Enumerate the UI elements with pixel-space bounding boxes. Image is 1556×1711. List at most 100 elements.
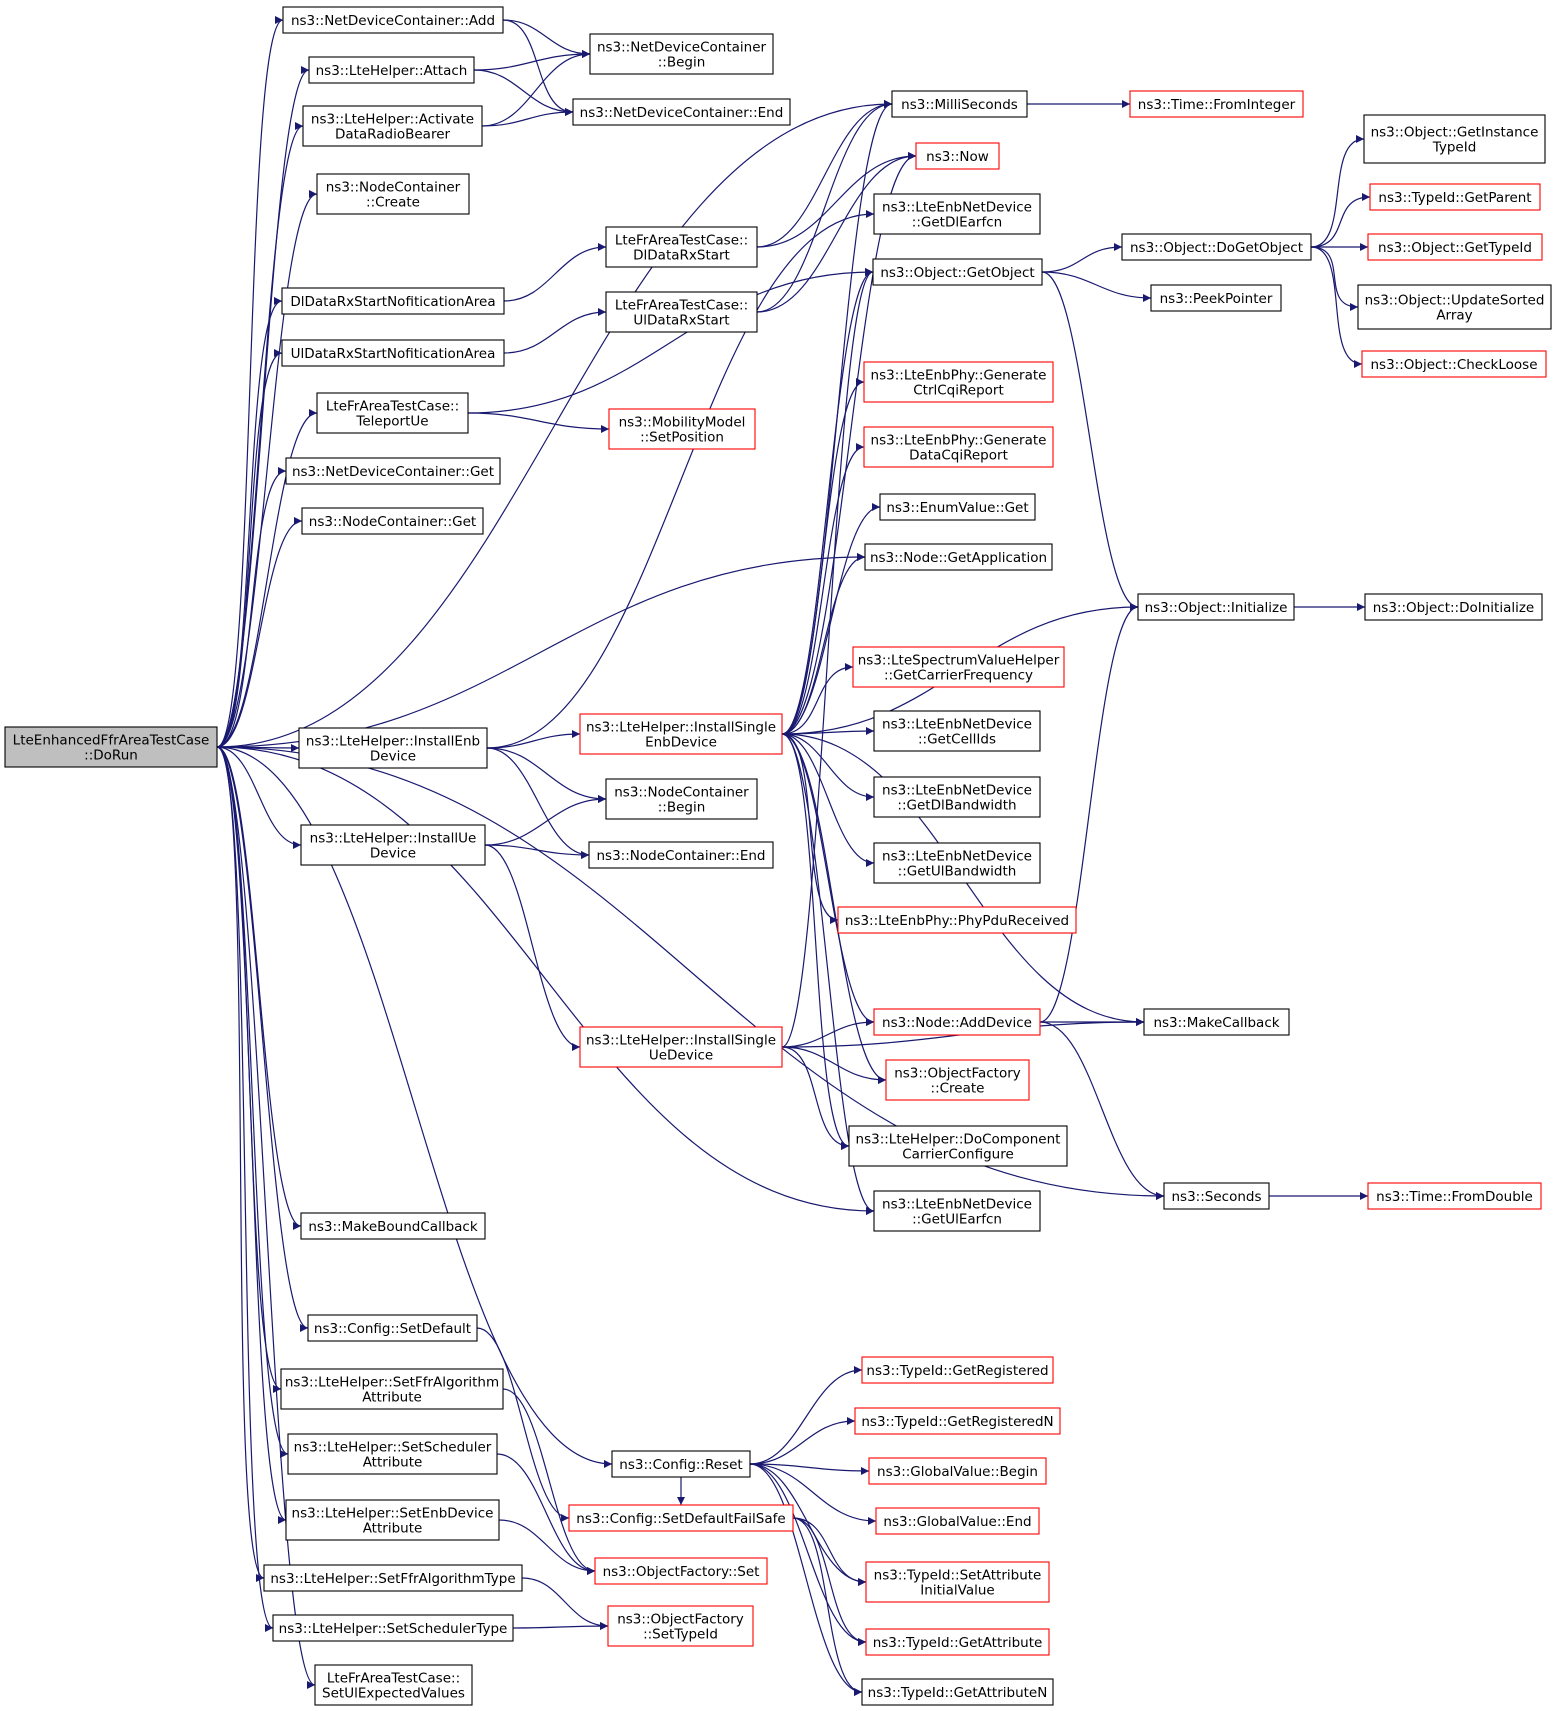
edge-instSingleEnb-to-genData: [781, 443, 865, 735]
node-setSchedType[interactable]: ns3::LteHelper::SetSchedulerType: [272, 1614, 514, 1642]
node-dlNotif[interactable]: DlDataRxStartNofiticationArea: [281, 287, 505, 315]
node-attach[interactable]: ns3::LteHelper::Attach: [308, 56, 475, 84]
node-getCarrier[interactable]: ns3::LteSpectrumValueHelper::GetCarrierF…: [852, 646, 1065, 688]
edge-cfgReset-to-tidGetReg: [749, 1366, 863, 1465]
node-label: ::GetCarrierFrequency: [884, 668, 1033, 684]
edge-nodeAddDev-to-seconds: [1039, 1021, 1165, 1200]
edge-doGetObject-to-tidGetParent: [1310, 193, 1371, 248]
node-ndcEnd[interactable]: ns3::NetDeviceContainer::End: [572, 98, 791, 126]
node-ofCreate[interactable]: ns3::ObjectFactory::Create: [885, 1059, 1030, 1101]
node-label: ns3::LteEnbNetDevice: [882, 717, 1032, 733]
node-box: [1121, 233, 1312, 261]
node-gvEnd[interactable]: ns3::GlobalValue::End: [875, 1507, 1040, 1535]
node-ncEnd[interactable]: ns3::NodeContainer::End: [588, 841, 774, 869]
edge-root-to-ncGet: [216, 517, 303, 748]
node-mbc[interactable]: ns3::MakeBoundCallback: [300, 1212, 486, 1240]
edge-instSingleUe-to-doCompCarrier: [781, 1046, 850, 1150]
node-doCompCarrier[interactable]: ns3::LteHelper::DoComponentCarrierConfig…: [848, 1125, 1068, 1167]
node-cfgSetDef[interactable]: ns3::Config::SetDefault: [307, 1314, 478, 1342]
node-label: EnbDevice: [645, 735, 717, 751]
edge-instEnb-to-getDlEarfcn: [486, 210, 875, 749]
node-label: UlDataRxStartNofiticationArea: [291, 346, 496, 362]
node-tidGetAttrN[interactable]: ns3::TypeId::GetAttributeN: [861, 1678, 1054, 1706]
node-label: ns3::LteEnbPhy::Generate: [871, 368, 1047, 384]
node-getCellIds[interactable]: ns3::LteEnbNetDevice::GetCellIds: [873, 710, 1041, 752]
edge-instSingleEnb-to-phyPdu: [781, 733, 839, 924]
node-tidGetParent[interactable]: ns3::TypeId::GetParent: [1369, 183, 1541, 211]
node-getDlBw[interactable]: ns3::LteEnbNetDevice::GetDlBandwidth: [873, 776, 1041, 818]
node-doGetObject[interactable]: ns3::Object::DoGetObject: [1121, 233, 1312, 261]
node-ndcAdd[interactable]: ns3::NetDeviceContainer::Add: [282, 6, 504, 34]
node-dlRxStart[interactable]: LteFrAreaTestCase::DlDataRxStart: [605, 226, 758, 268]
node-label: ns3::LteHelper::SetScheduler: [294, 1440, 492, 1456]
node-root[interactable]: LteEnhancedFfrAreaTestCase::DoRun: [4, 726, 218, 768]
node-cfgReset[interactable]: ns3::Config::Reset: [611, 1450, 751, 1478]
node-cfgSetDefFS[interactable]: ns3::Config::SetDefaultFailSafe: [568, 1504, 794, 1532]
node-ulNotif[interactable]: UlDataRxStartNofiticationArea: [281, 339, 505, 367]
edge-ulNotif-to-ulRxStart: [503, 308, 607, 354]
node-phyPdu[interactable]: ns3::LteEnbPhy::PhyPduReceived: [837, 906, 1077, 934]
edge-setEnbAttr-to-ofSet: [498, 1519, 596, 1575]
edge-root-to-cfgSetDef: [216, 746, 309, 1332]
node-label: Device: [370, 749, 416, 765]
node-ofSetType[interactable]: ns3::ObjectFactory::SetTypeId: [607, 1605, 754, 1647]
node-ncBegin[interactable]: ns3::NodeContainer::Begin: [605, 778, 758, 820]
edge-cfgSetDefFS-to-tidGetAttr: [792, 1517, 867, 1646]
node-msec[interactable]: ns3::MilliSeconds: [891, 90, 1028, 118]
edge-ndcAdd-to-ndcEnd: [502, 19, 574, 116]
node-mobSetPos[interactable]: ns3::MobilityModel::SetPosition: [608, 408, 756, 450]
node-box: [1163, 1182, 1270, 1210]
node-label: SetUlExpectedValues: [322, 1686, 465, 1702]
node-ncGet[interactable]: ns3::NodeContainer::Get: [301, 507, 484, 535]
edge-instEnb-to-ncEnd: [486, 747, 590, 859]
node-box: [1361, 350, 1547, 378]
node-getUlBw[interactable]: ns3::LteEnbNetDevice::GetUlBandwidth: [873, 842, 1041, 884]
node-setUlExp[interactable]: LteFrAreaTestCase::SetUlExpectedValues: [314, 1664, 473, 1706]
node-label: ns3::LteHelper::InstallSingle: [586, 1033, 776, 1049]
node-checkLoose[interactable]: ns3::Object::CheckLoose: [1361, 350, 1547, 378]
node-tidGetReg[interactable]: ns3::TypeId::GetRegistered: [861, 1356, 1054, 1384]
node-ncCreate[interactable]: ns3::NodeContainer::Create: [316, 173, 470, 215]
node-peek[interactable]: ns3::PeekPointer: [1150, 284, 1282, 312]
node-ndcGet[interactable]: ns3::NetDeviceContainer::Get: [285, 457, 501, 485]
node-teleport[interactable]: LteFrAreaTestCase::TeleportUe: [316, 392, 469, 434]
node-ulRxStart[interactable]: LteFrAreaTestCase::UlDataRxStart: [605, 291, 758, 333]
node-objInit[interactable]: ns3::Object::Initialize: [1137, 593, 1295, 621]
node-enumGet[interactable]: ns3::EnumValue::Get: [879, 493, 1036, 521]
edge-getObject-to-doGetObject: [1041, 243, 1123, 273]
node-ofSet[interactable]: ns3::ObjectFactory::Set: [594, 1557, 768, 1585]
node-tidGetRegN[interactable]: ns3::TypeId::GetRegisteredN: [854, 1407, 1061, 1435]
node-makeCb[interactable]: ns3::MakeCallback: [1143, 1008, 1290, 1036]
node-getObject[interactable]: ns3::Object::GetObject: [872, 258, 1043, 286]
node-nodeGetApp[interactable]: ns3::Node::GetApplication: [864, 543, 1053, 571]
node-label: ns3::MobilityModel: [619, 415, 746, 431]
node-ndcBegin[interactable]: ns3::NetDeviceContainer::Begin: [589, 33, 774, 75]
node-doInit[interactable]: ns3::Object::DoInitialize: [1364, 593, 1543, 621]
edge-attach-to-ndcBegin: [473, 50, 591, 71]
node-timeFromDbl[interactable]: ns3::Time::FromDouble: [1367, 1182, 1542, 1210]
node-nodeAddDev[interactable]: ns3::Node::AddDevice: [873, 1008, 1041, 1036]
node-tidGetAttr[interactable]: ns3::TypeId::GetAttribute: [865, 1628, 1050, 1656]
node-setFfrType[interactable]: ns3::LteHelper::SetFfrAlgorithmType: [263, 1564, 523, 1592]
node-label: ns3::Object::GetInstance: [1371, 125, 1539, 141]
node-now[interactable]: ns3::Now: [915, 142, 1000, 170]
node-getDlEarfcn[interactable]: ns3::LteEnbNetDevice::GetDlEarfcn: [873, 193, 1041, 235]
node-seconds[interactable]: ns3::Seconds: [1163, 1182, 1270, 1210]
node-gvBegin[interactable]: ns3::GlobalValue::Begin: [868, 1457, 1047, 1485]
node-getUlEarfcn[interactable]: ns3::LteEnbNetDevice::GetUlEarfcn: [873, 1190, 1041, 1232]
node-objGetTid[interactable]: ns3::Object::GetTypeId: [1367, 233, 1543, 261]
node-timeFromInt[interactable]: ns3::Time::FromInteger: [1129, 90, 1304, 118]
